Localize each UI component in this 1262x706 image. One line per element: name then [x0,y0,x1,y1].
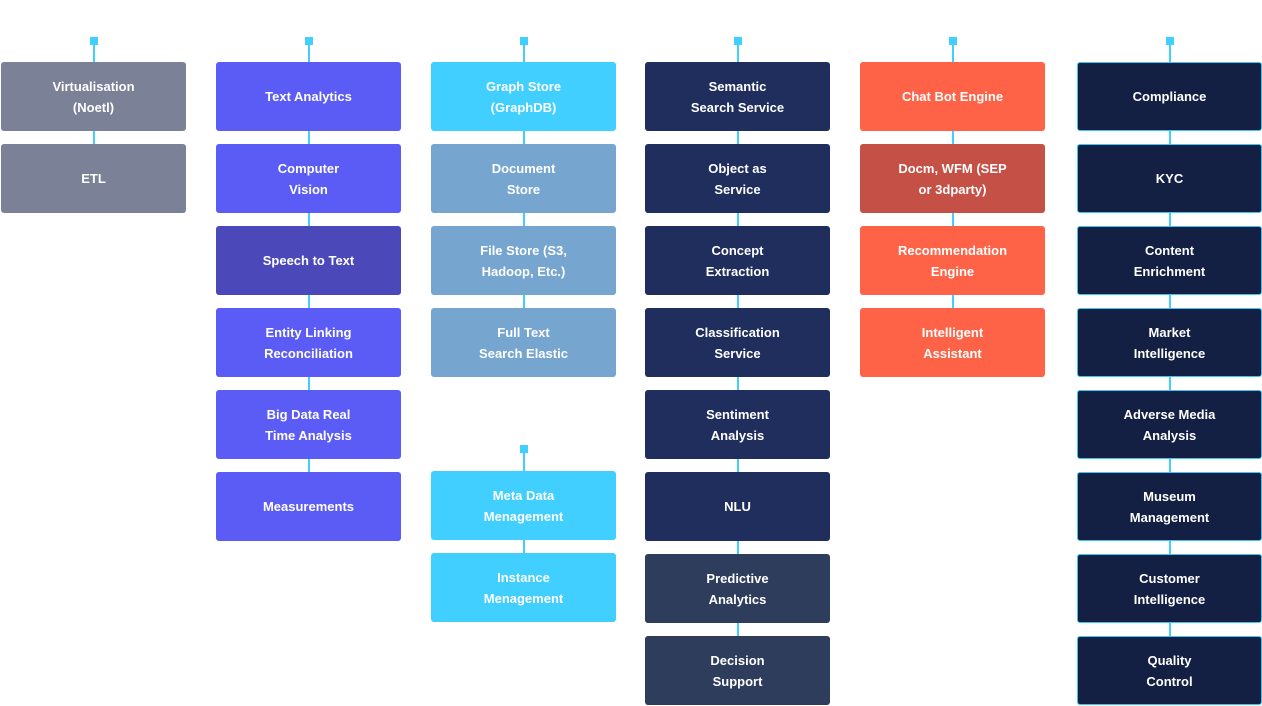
diagram-node: Predictive Analytics [645,554,830,623]
diagram-node: File Store (S3, Hadoop, Etc.) [431,226,616,295]
diagram-node: Big Data Real Time Analysis [216,390,401,459]
diagram-node: Graph Store (GraphDB) [431,62,616,131]
diagram-node: Speech to Text [216,226,401,295]
diagram-node: Adverse Media Analysis [1077,390,1262,459]
connector-marker [519,445,528,453]
diagram-node: Docm, WFM (SEP or 3dparty) [860,144,1045,213]
connector-marker [89,37,98,45]
diagram-node: Compliance [1077,62,1262,131]
diagram-node: KYC [1077,144,1262,213]
diagram-node: Recommendation Engine [860,226,1045,295]
diagram-node: ETL [1,144,186,213]
diagram-node: Text Analytics [216,62,401,131]
diagram-node: Semantic Search Service [645,62,830,131]
diagram-node: Market Intelligence [1077,308,1262,377]
diagram-node: Virtualisation (Noetl) [1,62,186,131]
connector-marker [304,37,313,45]
diagram-node: Concept Extraction [645,226,830,295]
diagram-node: Sentiment Analysis [645,390,830,459]
diagram-node: Intelligent Assistant [860,308,1045,377]
diagram-node: Instance Menagement [431,553,616,622]
diagram-node: Meta Data Menagement [431,471,616,540]
diagram-node: Computer Vision [216,144,401,213]
diagram-node: Object as Service [645,144,830,213]
connector-marker [519,37,528,45]
connector-marker [1165,37,1174,45]
diagram-node: Measurements [216,472,401,541]
diagram-node: Customer Intelligence [1077,554,1262,623]
diagram-node: NLU [645,472,830,541]
diagram-node: Decision Support [645,636,830,705]
diagram-node: Entity Linking Reconciliation [216,308,401,377]
diagram-node: Content Enrichment [1077,226,1262,295]
diagram-node: Museum Management [1077,472,1262,541]
diagram-node: Chat Bot Engine [860,62,1045,131]
diagram-node: Classification Service [645,308,830,377]
connector-marker [948,37,957,45]
diagram-node: Document Store [431,144,616,213]
connector-marker [733,37,742,45]
diagram-node: Full Text Search Elastic [431,308,616,377]
diagram-node: Quality Control [1077,636,1262,705]
